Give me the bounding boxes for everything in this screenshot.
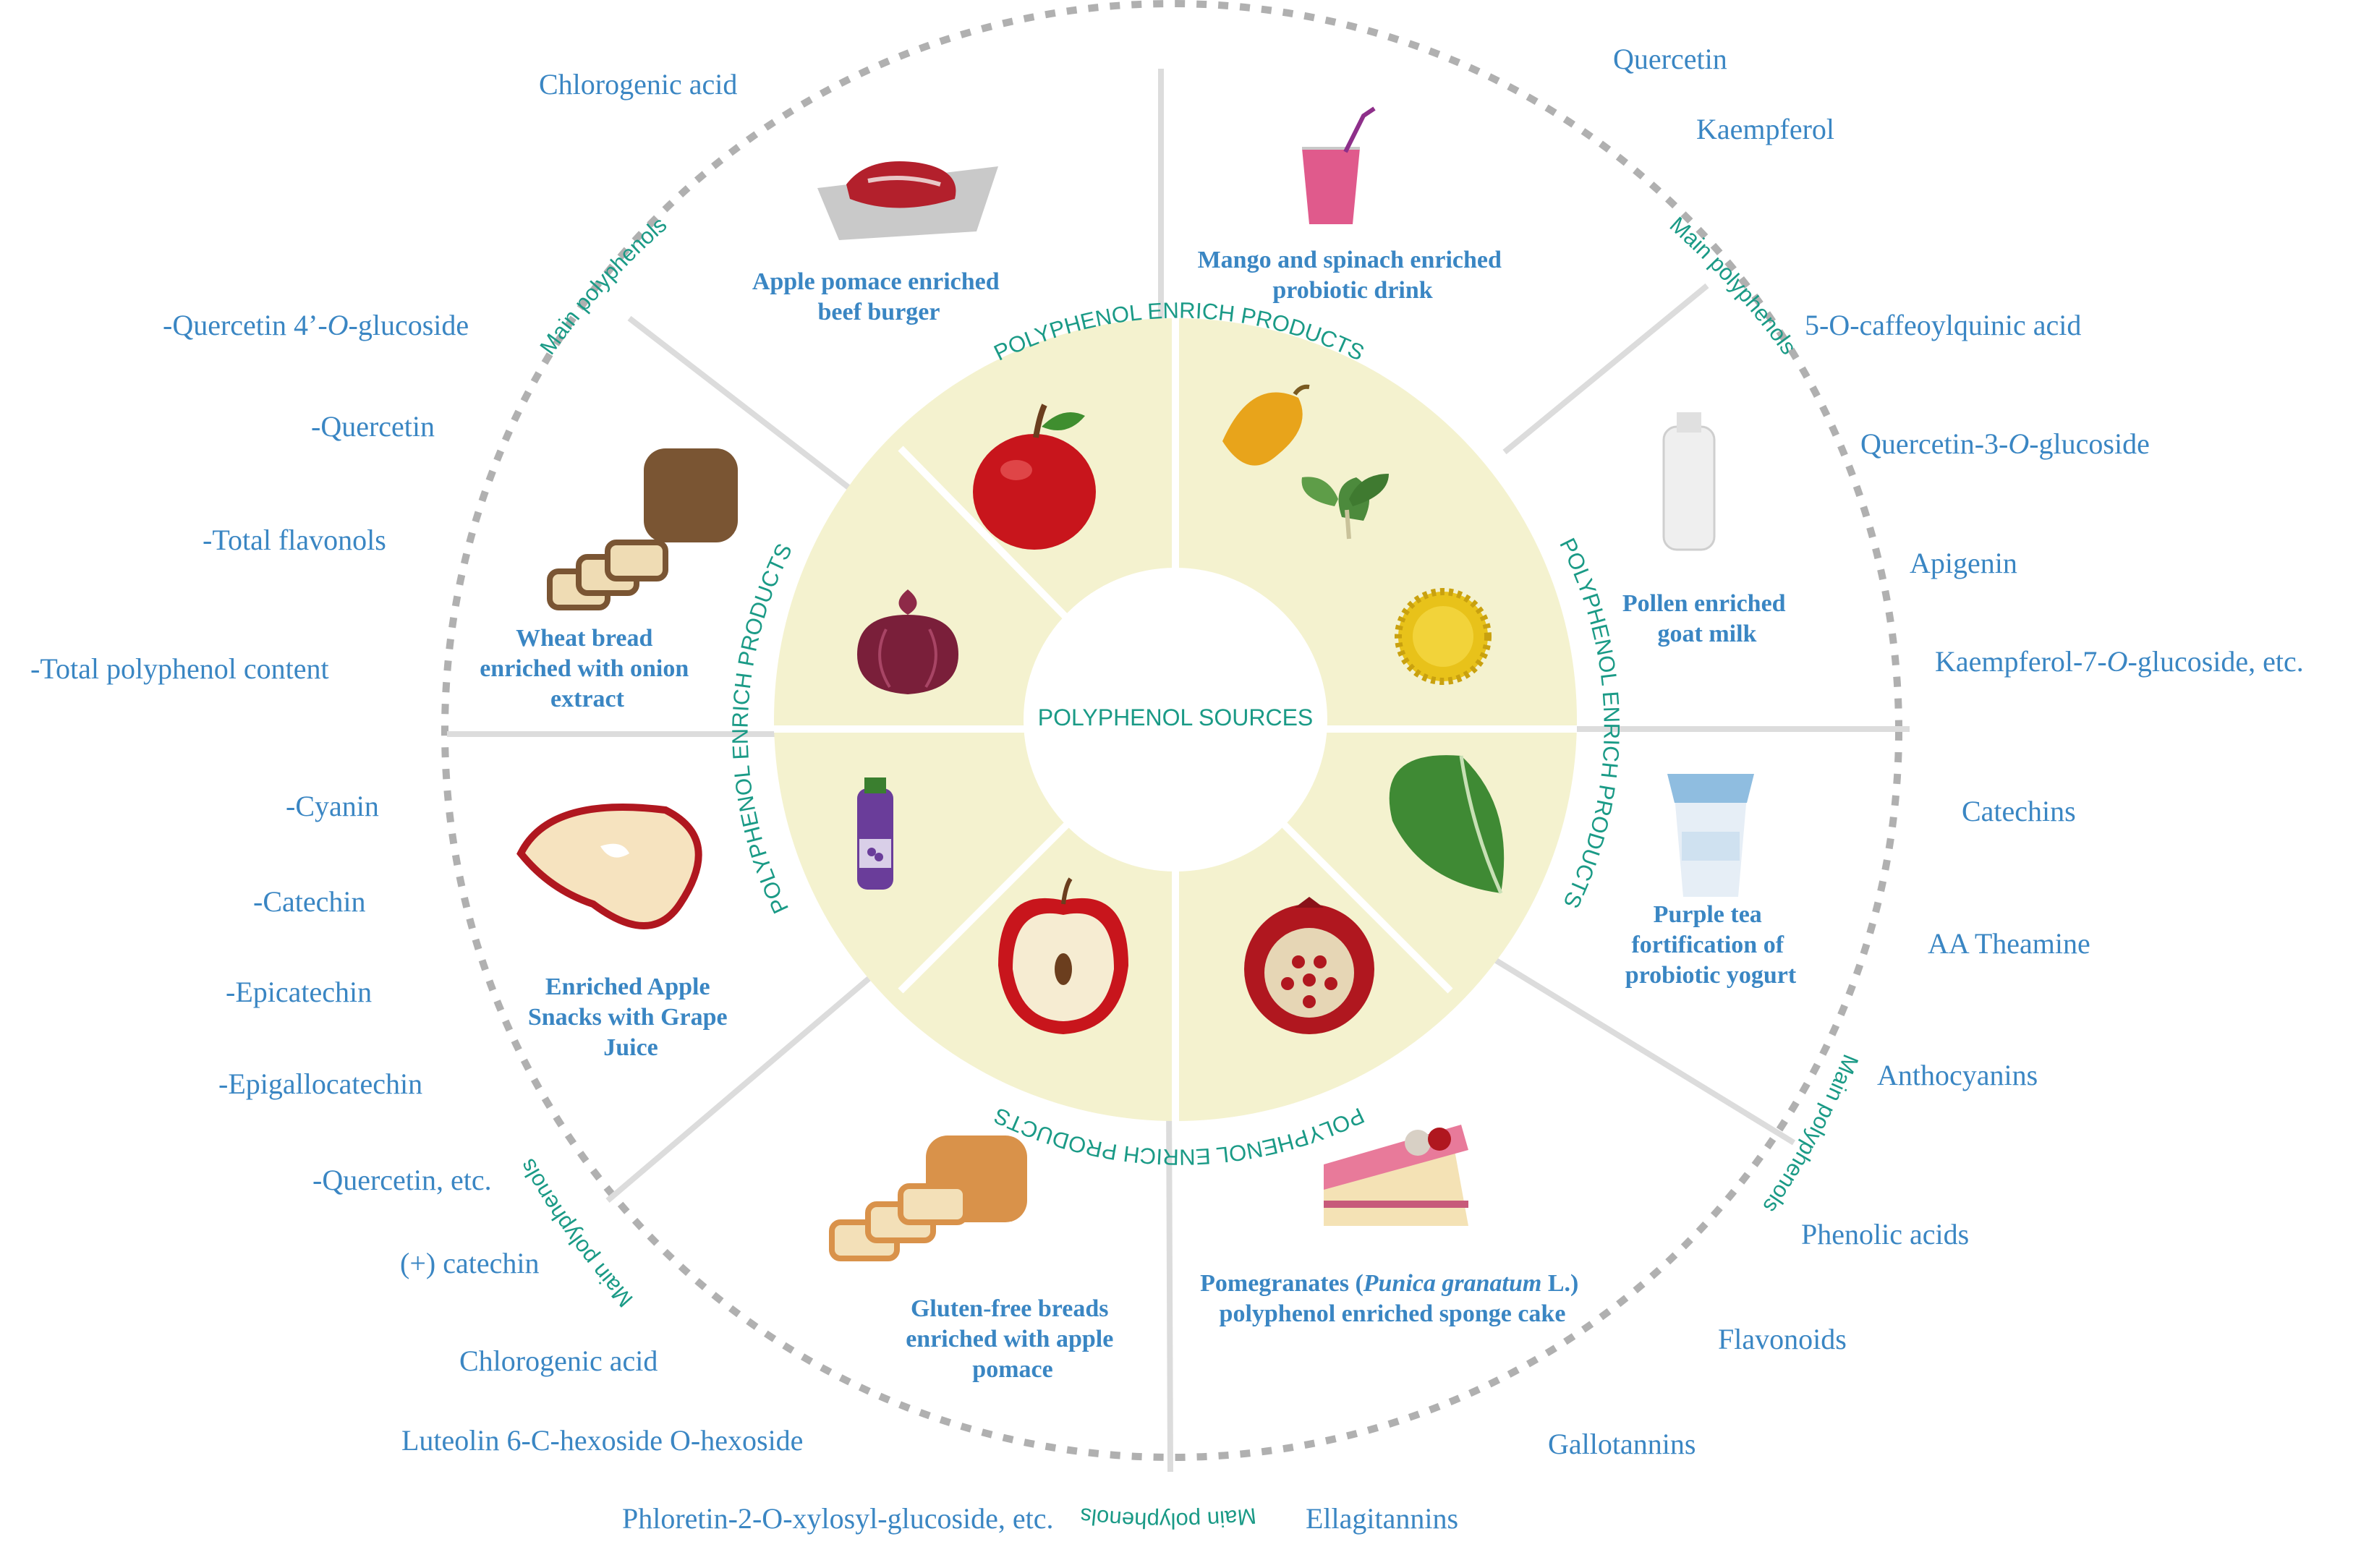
compound-catechin-left: -Catechin	[253, 885, 366, 918]
main-polyphenols-bottom-left: Main polyphenols	[514, 1155, 637, 1313]
center-circle	[1024, 568, 1327, 872]
compound-kaempferol: Kaempferol	[1696, 113, 1834, 145]
compound-quercetin-left: -Quercetin	[311, 410, 435, 443]
compound-ellagitannins: Ellagitannins	[1306, 1502, 1458, 1535]
compound-total-flavonols: -Total flavonols	[203, 524, 386, 556]
product-goat-milk: Pollen enriched goat milk	[1622, 590, 1792, 647]
pink-drink-icon	[1302, 106, 1376, 224]
main-polyphenols-right: Main polyphenols	[1758, 1051, 1863, 1218]
grape-juice-bottle-icon	[857, 777, 893, 890]
product-beef-burger: Apple pomace enriched beef burger	[752, 268, 1005, 325]
product-gluten-free-bread: Gluten-free breads enriched with apple p…	[906, 1295, 1120, 1383]
spinach-icon	[1301, 474, 1389, 540]
product-yogurt: Purple tea fortification of probiotic yo…	[1625, 901, 1797, 989]
compound-total-polyphenol-content: -Total polyphenol content	[30, 652, 329, 685]
onion-icon	[857, 589, 958, 694]
compound-apigenin: Apigenin	[1910, 547, 2017, 579]
compound-quercetin-4-o-glucoside: -Quercetin 4’-O-glucoside	[163, 309, 469, 341]
compound-phenolic-acids: Phenolic acids	[1801, 1218, 1969, 1250]
compound-epicatechin: -Epicatechin	[226, 976, 372, 1008]
compound-epigallocatechin: -Epigallocatechin	[218, 1068, 422, 1100]
product-probiotic-drink: Mango and spinach enriched probiotic dri…	[1198, 247, 1508, 304]
compound-quercetin-top: Quercetin	[1613, 43, 1727, 75]
compound-chlorogenic-acid-top: Chlorogenic acid	[539, 68, 737, 101]
compound-aa-theamine: AA Theamine	[1928, 927, 2090, 960]
leaf-icon	[1389, 755, 1505, 895]
gluten-free-bread-icon	[829, 1135, 1027, 1261]
main-polyphenols-bottom: Main polyphenols	[1078, 1503, 1257, 1533]
product-wheat-bread: Wheat bread enriched with onion extract	[480, 625, 695, 712]
beef-tray-icon	[817, 161, 998, 240]
apple-half-icon	[998, 877, 1128, 1034]
compound-cyanin: -Cyanin	[286, 790, 379, 822]
sponge-cake-icon	[1324, 1125, 1468, 1226]
yogurt-cup-icon	[1667, 774, 1754, 897]
compound-catechins: Catechins	[1962, 795, 2076, 827]
compound-phloretin: Phloretin-2-O-xylosyl-glucoside, etc.	[622, 1502, 1054, 1535]
apple-icon	[973, 404, 1096, 550]
pomegranate-icon	[1244, 897, 1374, 1034]
main-polyphenols-top-right: Main polyphenols	[1665, 212, 1802, 359]
compound-flavonoids: Flavonoids	[1718, 1323, 1847, 1355]
mango-icon	[1222, 384, 1310, 466]
compound-chlorogenic-acid-bottom: Chlorogenic acid	[459, 1345, 658, 1377]
apple-slice-snack-icon	[516, 804, 702, 929]
compound-gallotannins: Gallotannins	[1548, 1428, 1696, 1460]
center-label: POLYPHENOL SOURCES	[1038, 704, 1314, 730]
product-sponge-cake: Pomegranates (Punica granatum L.) polyph…	[1200, 1270, 1585, 1327]
compound-5-o-caffeoylquinic-acid: 5-O-caffeoylquinic acid	[1805, 309, 2081, 341]
compound-anthocyanins: Anthocyanins	[1877, 1059, 2038, 1091]
compound-luteolin: Luteolin 6-C-hexoside O-hexoside	[401, 1424, 803, 1457]
wheat-bread-icon	[547, 448, 738, 610]
compound-quercetin-etc: -Quercetin, etc.	[312, 1164, 492, 1196]
pollen-icon	[1395, 588, 1492, 685]
compound-plus-catechin: (+) catechin	[400, 1247, 539, 1279]
compound-quercetin-3-o-glucoside: Quercetin-3-O-glucoside	[1860, 427, 2150, 460]
compound-kaempferol-7-o-glucoside: Kaempferol-7-O-glucoside, etc.	[1935, 645, 2304, 678]
goat-milk-bottle-icon	[1662, 412, 1716, 551]
product-apple-snacks: Enriched Apple Snacks with Grape Juice	[528, 973, 733, 1061]
inner-ring-dividers	[774, 318, 1577, 1121]
